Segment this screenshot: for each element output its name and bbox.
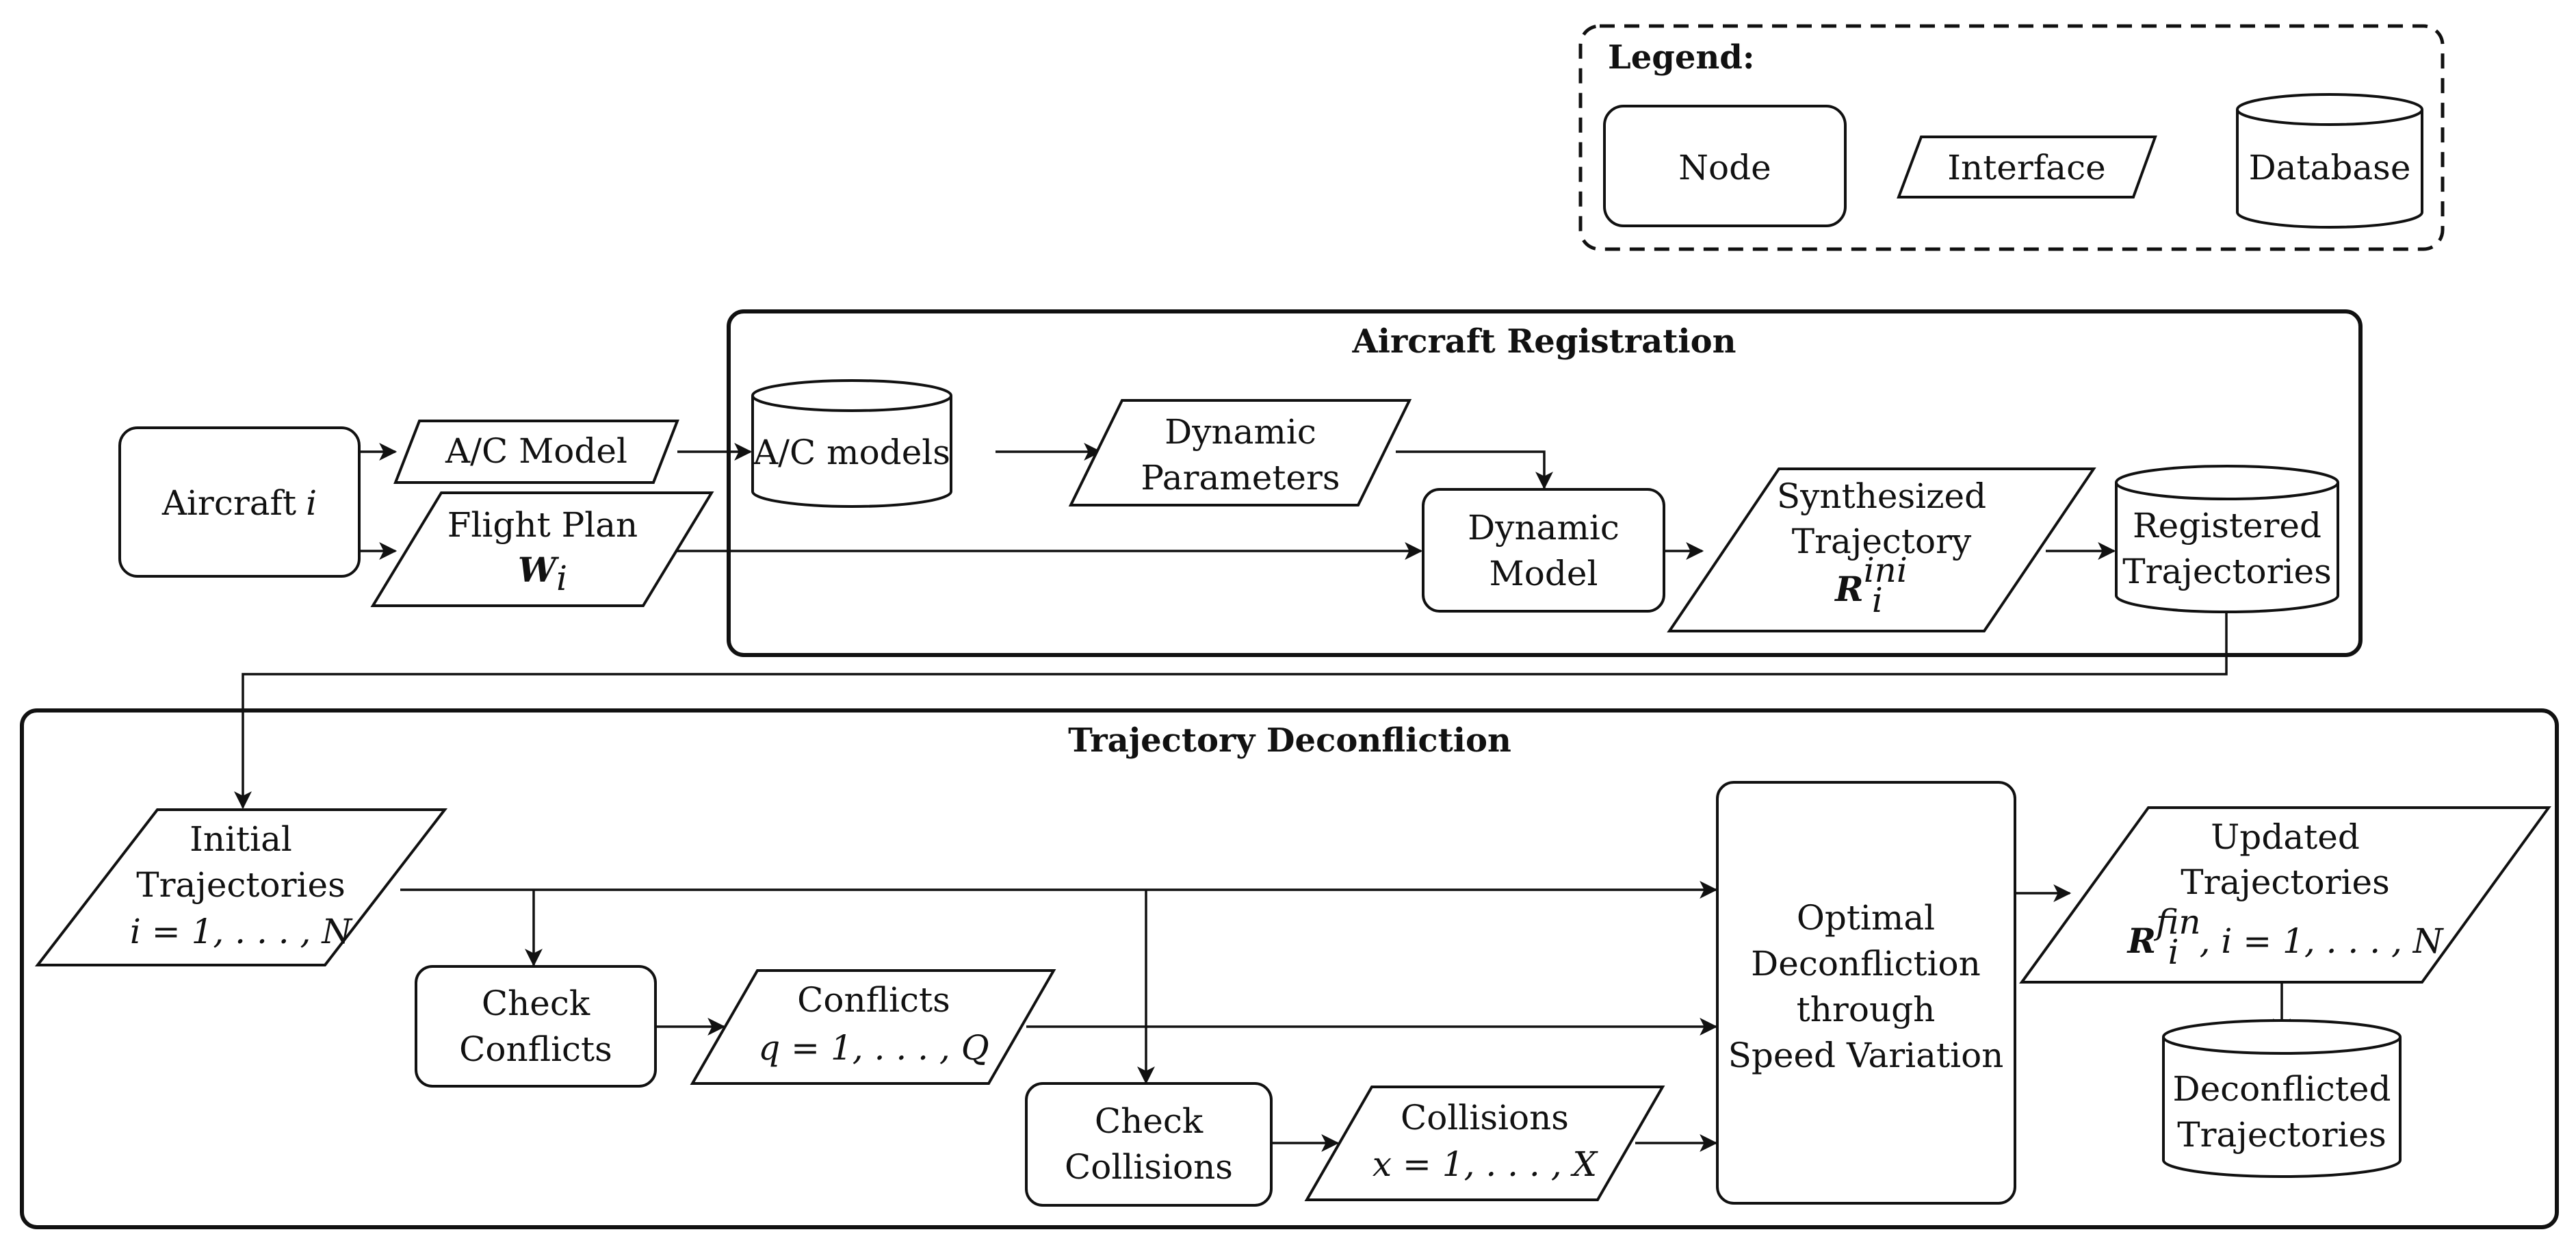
optimal-label-1: Optimal bbox=[1797, 898, 1935, 938]
conflicts-range: q = 1, . . . , Q bbox=[758, 1028, 989, 1068]
updated-trajectories-interface bbox=[2019, 806, 2551, 984]
initial-label-1: Initial bbox=[190, 819, 292, 859]
synthesized-symbol-base: R bbox=[1834, 569, 1864, 609]
dynamic-model-label-1: Dynamic bbox=[1468, 508, 1619, 548]
flight-plan-interface bbox=[370, 491, 714, 607]
legend-database-shape bbox=[2236, 93, 2423, 229]
synthesized-symbol-sup: ini bbox=[1864, 550, 1908, 590]
check-conflicts-label-1: Check bbox=[482, 984, 590, 1023]
dynamic-model-label-2: Model bbox=[1489, 554, 1598, 593]
registered-label-1: Registered bbox=[2133, 506, 2321, 546]
initial-trajectories-interface bbox=[34, 808, 448, 966]
synthesized-trajectory-interface bbox=[1667, 467, 2096, 632]
updated-symbol-sup: fin bbox=[2153, 902, 2201, 942]
aircraft-index: i bbox=[306, 483, 317, 523]
trajectory-deconfliction-panel bbox=[20, 708, 2559, 1229]
synthesized-label-1: Synthesized bbox=[1777, 476, 1986, 516]
legend-node-label: Node bbox=[1678, 148, 1771, 188]
legend-database-label: Database bbox=[2249, 148, 2411, 188]
updated-range: , i = 1, . . . , N bbox=[2200, 921, 2445, 961]
registered-label-2: Trajectories bbox=[2122, 552, 2332, 591]
check-collisions-label-2: Collisions bbox=[1065, 1147, 1233, 1187]
ac-model-interface bbox=[393, 420, 679, 484]
legend-interface-shape-fix bbox=[1897, 136, 2157, 198]
aircraft-registration-panel bbox=[727, 309, 2363, 657]
flight-plan-symbol-sub: i bbox=[556, 559, 567, 598]
initial-label-2: Trajectories bbox=[136, 865, 346, 905]
updated-symbol-sub: i bbox=[2168, 932, 2179, 972]
legend-frame bbox=[1578, 24, 2445, 251]
collisions-interface bbox=[1304, 1086, 1665, 1201]
legend-interface-label: Interface bbox=[1947, 148, 2105, 188]
check-collisions-label-1: Check bbox=[1095, 1101, 1204, 1141]
conflicts-label: Conflicts bbox=[797, 980, 950, 1020]
ac-model-label: A/C Model bbox=[445, 431, 627, 471]
optimal-label-3: through bbox=[1797, 990, 1936, 1029]
updated-label-1: Updated bbox=[2211, 817, 2360, 857]
aircraft-registration-title: Aircraft Registration bbox=[1351, 322, 1736, 361]
registered-trajectories-database bbox=[2115, 465, 2339, 613]
conflicts-interface bbox=[690, 969, 1056, 1085]
optimal-label-2: Deconfliction bbox=[1751, 944, 1981, 984]
collisions-range: x = 1, . . . , X bbox=[1372, 1144, 1599, 1184]
dynamic-parameters-label-2: Parameters bbox=[1141, 458, 1340, 498]
updated-symbol-base: R bbox=[2126, 921, 2156, 961]
collisions-label: Collisions bbox=[1401, 1098, 1569, 1138]
deconflicted-label-1: Deconflicted bbox=[2172, 1069, 2391, 1109]
optimal-deconfliction-node bbox=[1716, 781, 2016, 1205]
edge-registered-to-initial bbox=[234, 613, 2228, 810]
check-collisions-node bbox=[1025, 1082, 1273, 1207]
aircraft-node bbox=[118, 426, 361, 578]
initial-range: i = 1, . . . , N bbox=[130, 912, 353, 951]
synthesized-symbol-sub: i bbox=[1872, 580, 1883, 620]
deconflicted-label-2: Trajectories bbox=[2177, 1115, 2386, 1155]
flight-plan-symbol-base: W bbox=[518, 550, 560, 590]
trajectory-deconfliction-title: Trajectory Deconfliction bbox=[1068, 721, 1511, 760]
legend-node-shape bbox=[1603, 105, 1847, 227]
edge-dynparams-to-dynmodel bbox=[1396, 450, 1553, 490]
legend-title: Legend: bbox=[1608, 38, 1755, 77]
aircraft-label-text: Aircraft bbox=[161, 483, 296, 523]
ac-models-database bbox=[751, 379, 952, 508]
dynamic-model-node bbox=[1422, 488, 1665, 613]
check-conflicts-node bbox=[415, 965, 657, 1088]
optimal-label-4: Speed Variation bbox=[1728, 1036, 2004, 1075]
updated-label-2: Trajectories bbox=[2181, 862, 2390, 902]
edges bbox=[234, 443, 2291, 1152]
deconflicted-trajectories-database bbox=[2162, 1019, 2402, 1178]
dynamic-parameters-label-1: Dynamic bbox=[1165, 412, 1316, 452]
flight-plan-label: Flight Plan bbox=[447, 505, 638, 545]
check-conflicts-label-2: Conflicts bbox=[459, 1029, 612, 1069]
ac-models-db-label: A/C models bbox=[753, 433, 950, 472]
synthesized-label-2: Trajectory bbox=[1792, 522, 1972, 561]
legend: Legend: Node Interface Database bbox=[1578, 24, 2445, 251]
flight-plan-symbol: Wi bbox=[518, 550, 567, 598]
dynamic-parameters-interface bbox=[1068, 399, 1412, 506]
